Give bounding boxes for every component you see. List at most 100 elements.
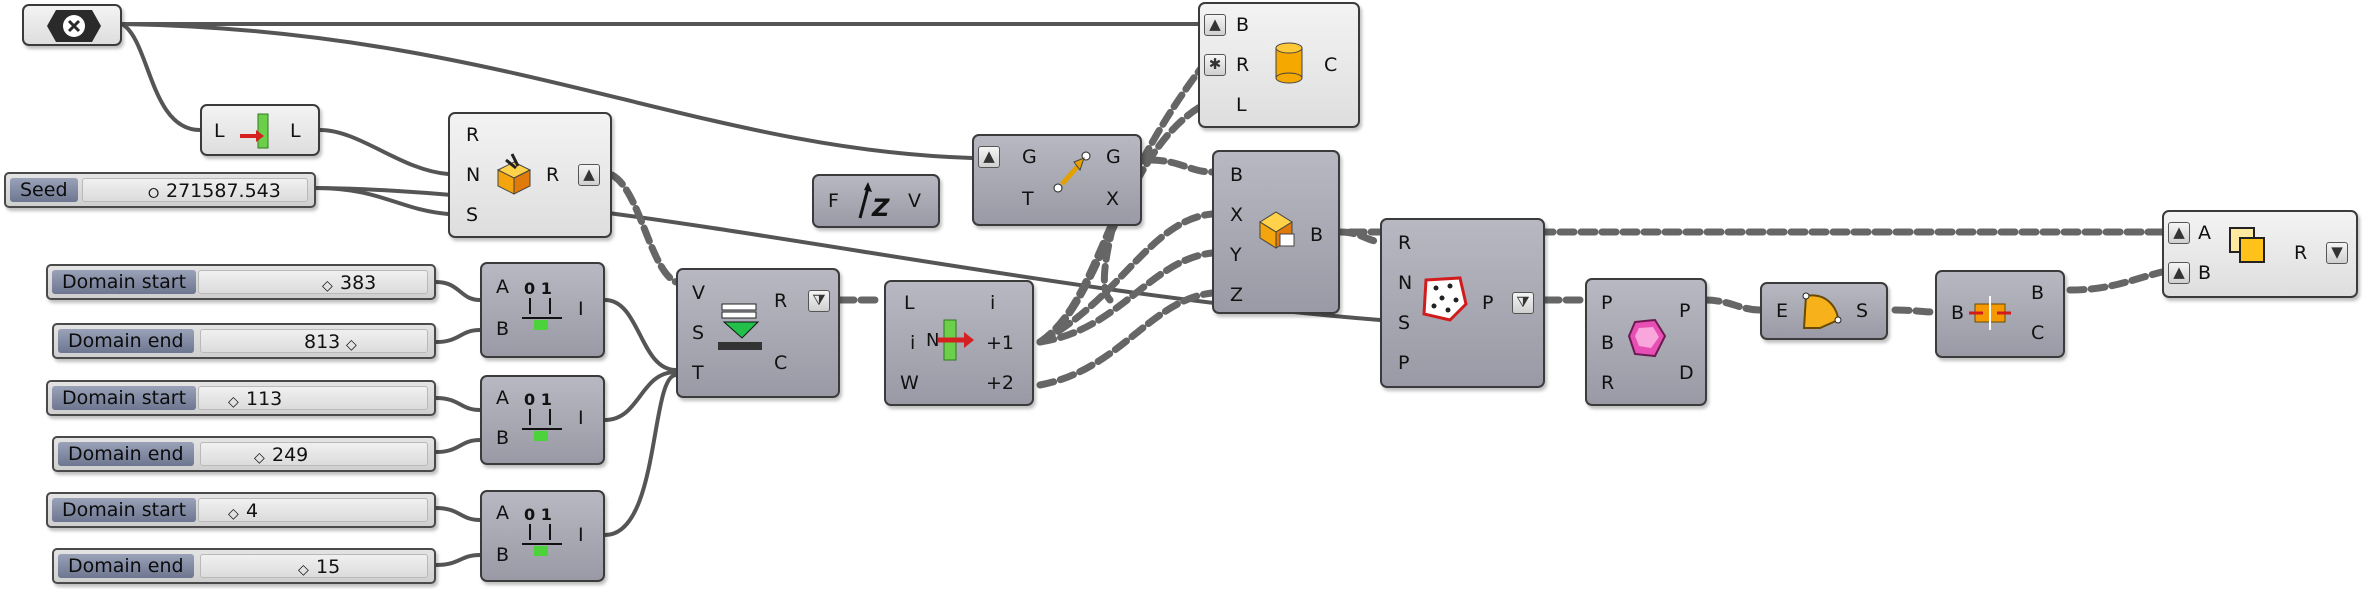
slider-track[interactable] bbox=[200, 554, 428, 578]
unit-z-icon: Z bbox=[854, 182, 898, 226]
slider-knob-icon[interactable]: ◇ bbox=[298, 562, 309, 578]
domain-end-slider[interactable]: Domain end ◇ 249 bbox=[52, 436, 436, 472]
construct-domain-component[interactable]: A B 0 1 I bbox=[480, 375, 605, 465]
output-label: i bbox=[990, 292, 996, 314]
shift-list-icon: N bbox=[924, 318, 974, 370]
sift-component[interactable]: V S T R C ⧩ bbox=[676, 268, 840, 398]
domain-end-slider[interactable]: Domain end 813 ◇ bbox=[52, 323, 436, 359]
svg-text:0 1: 0 1 bbox=[524, 505, 552, 524]
slider-knob-icon[interactable]: ◇ bbox=[346, 337, 357, 353]
wire bbox=[434, 396, 482, 412]
split-icon bbox=[1969, 292, 2013, 338]
asterisk-icon[interactable]: ✱ bbox=[1204, 54, 1226, 76]
cylinder-component[interactable]: ▲ ✱ B R L C bbox=[1198, 2, 1360, 128]
output-label: X bbox=[1106, 188, 1120, 210]
slider-track[interactable] bbox=[198, 270, 428, 294]
list-item-component[interactable]: L L bbox=[200, 104, 320, 156]
populate-geometry-icon bbox=[1420, 274, 1470, 328]
output-label: +1 bbox=[986, 332, 1015, 354]
output-label: S bbox=[1856, 300, 1869, 322]
wire bbox=[1146, 156, 1216, 176]
funnel-icon[interactable]: ⧩ bbox=[1512, 292, 1534, 314]
gem-icon bbox=[1627, 318, 1667, 364]
input-label: P bbox=[1398, 352, 1410, 374]
input-label: B bbox=[2198, 262, 2212, 284]
input-label: T bbox=[692, 362, 704, 384]
output-label: B bbox=[2031, 282, 2045, 304]
slider-track[interactable] bbox=[200, 329, 428, 353]
move-component[interactable]: ▲ G T G X bbox=[972, 134, 1142, 226]
brep-surface-component[interactable]: E S bbox=[1760, 282, 1888, 340]
unit-z-component[interactable]: F Z V bbox=[812, 174, 940, 228]
slider-name: Domain end bbox=[58, 554, 194, 578]
construct-domain-component[interactable]: A B 0 1 I bbox=[480, 490, 605, 582]
wire bbox=[1036, 210, 1216, 346]
domain-start-slider[interactable]: Domain start ◇ 383 bbox=[46, 264, 436, 300]
wire bbox=[1891, 306, 1939, 316]
slider-value: 4 bbox=[246, 500, 259, 522]
slider-knob-icon[interactable]: ⭘ bbox=[148, 186, 160, 202]
wire bbox=[608, 171, 680, 286]
output-label: B bbox=[1310, 224, 1324, 246]
solid-union-component[interactable]: ▲ ▲ A B R ▼ bbox=[2162, 210, 2358, 298]
arrow-up-icon[interactable]: ▲ bbox=[1204, 14, 1226, 36]
construct-domain-component[interactable]: A B 0 1 I bbox=[480, 262, 605, 358]
slider-value: 15 bbox=[316, 556, 341, 578]
slider-track[interactable] bbox=[198, 386, 428, 410]
arrow-up-icon[interactable]: ▲ bbox=[978, 146, 1000, 168]
wire bbox=[434, 438, 482, 454]
list-item-output-label: L bbox=[290, 120, 301, 142]
slider-knob-icon[interactable]: ◇ bbox=[254, 450, 265, 466]
slider-knob-icon[interactable]: ◇ bbox=[228, 506, 239, 522]
output-label: R bbox=[774, 290, 788, 312]
sift-icon bbox=[716, 300, 766, 358]
move-icon bbox=[1050, 148, 1094, 202]
wire bbox=[434, 553, 482, 567]
domain-start-slider[interactable]: Domain start ◇ 4 bbox=[46, 492, 436, 528]
close-x-icon[interactable] bbox=[46, 8, 102, 44]
slider-knob-icon[interactable]: ◇ bbox=[322, 278, 333, 294]
random-icon bbox=[492, 152, 536, 200]
input-label: W bbox=[900, 372, 919, 394]
wire bbox=[603, 370, 678, 422]
domain-start-slider[interactable]: Domain start ◇ 113 bbox=[46, 380, 436, 416]
output-label: V bbox=[908, 190, 921, 212]
slider-name: Domain start bbox=[52, 498, 197, 522]
slider-knob-icon[interactable]: ◇ bbox=[228, 394, 239, 410]
slider-track[interactable] bbox=[200, 442, 428, 466]
input-label: N bbox=[466, 164, 481, 186]
surface-icon bbox=[1798, 290, 1844, 338]
random-component[interactable]: R N S R ▲ bbox=[448, 112, 612, 238]
domain-end-slider[interactable]: Domain end ◇ 15 bbox=[52, 548, 436, 584]
list-item-input-label: L bbox=[214, 120, 225, 142]
funnel-icon[interactable]: ⧩ bbox=[808, 290, 830, 312]
output-label: D bbox=[1679, 362, 1694, 384]
arrow-up-icon[interactable]: ▲ bbox=[2168, 222, 2190, 244]
voronoi-component[interactable]: P B R P D bbox=[1585, 278, 1707, 406]
box-component[interactable]: B X Y Z B bbox=[1212, 150, 1340, 314]
input-label: B bbox=[1951, 302, 1965, 324]
brep-split-component[interactable]: B B C bbox=[1935, 270, 2065, 358]
wire bbox=[1036, 249, 1216, 346]
output-label: R bbox=[2294, 242, 2308, 264]
input-label: P bbox=[1601, 292, 1613, 314]
seed-slider[interactable]: Seed ⭘ 271587.543 bbox=[4, 172, 316, 208]
input-label: V bbox=[692, 282, 705, 304]
output-label: R bbox=[546, 164, 560, 186]
input-label: B bbox=[1230, 164, 1244, 186]
arrow-up-icon[interactable]: ▲ bbox=[2168, 262, 2190, 284]
input-label: N bbox=[1398, 272, 1413, 294]
shift-list-component[interactable]: L i W N i +1 +2 bbox=[884, 280, 1034, 406]
slider-track[interactable] bbox=[198, 498, 428, 522]
output-label: +2 bbox=[986, 372, 1015, 394]
domain-icon: 0 1 bbox=[520, 389, 566, 457]
wire bbox=[120, 22, 974, 160]
arrow-down-icon[interactable]: ▼ bbox=[2326, 242, 2348, 264]
slider-track[interactable] bbox=[82, 178, 308, 202]
boolean-toggle[interactable] bbox=[22, 4, 122, 46]
arrow-up-icon[interactable]: ▲ bbox=[578, 164, 600, 186]
slider-value: 271587.543 bbox=[166, 180, 281, 202]
output-label: C bbox=[1324, 54, 1338, 76]
populate-geometry-component[interactable]: R N S P P ⧩ bbox=[1380, 218, 1545, 388]
